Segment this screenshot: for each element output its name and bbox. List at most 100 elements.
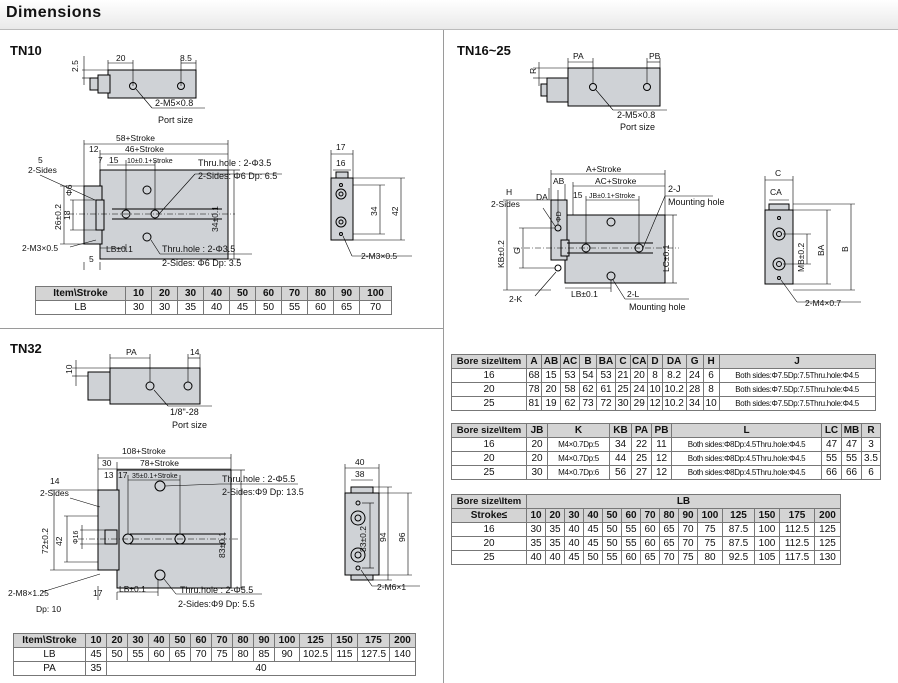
t1-r1-11: 8 [702, 382, 720, 397]
t2-r2-2: M4×0.7Dp:6 [547, 465, 610, 480]
t1-r2-4: 73 [579, 396, 597, 411]
tn32-dim-17b: 17 [93, 588, 103, 598]
tn32-port-size: Port size [172, 420, 207, 430]
tn16-side-b: B [840, 246, 850, 252]
t2-r0-1: 20 [526, 437, 548, 452]
t2-th-5: PB [651, 423, 672, 438]
tn32-thru2: Thru.hole : 2-Φ5.5 [180, 585, 253, 595]
tn16-dim-ab: AB [553, 176, 565, 186]
t2-th-0: Bore size\Item [451, 423, 527, 438]
t1-th-10: G [685, 354, 704, 369]
tn16-dim-jb: JB±0.1+Stroke [589, 193, 635, 200]
t1-r1-5: 61 [596, 382, 616, 397]
tn32-phi16: Φ16 [73, 531, 80, 544]
t2-r1-5: 12 [651, 451, 672, 466]
t1-r2-10: 34 [685, 396, 704, 411]
t3-r0-5: 50 [602, 522, 622, 537]
t3-r2-3: 45 [564, 550, 584, 565]
tn32-dim-78: 78+Stroke [140, 458, 179, 468]
tn10-td-4: 40 [203, 300, 230, 315]
tn16-side-m4: 2-M4×0.7 [805, 298, 841, 308]
tn32-td-0: LB [13, 647, 86, 662]
tn32-th-8: 80 [232, 633, 254, 648]
tn10-th-7: 70 [281, 286, 308, 301]
tn32-td-4: 60 [148, 647, 170, 662]
tn16-2j: 2-J [668, 184, 681, 194]
tn32-th-14: 200 [389, 633, 416, 648]
t1-th-2: AB [541, 354, 561, 369]
t1-r0-0: 16 [451, 368, 527, 383]
tn32-pa-label: PA [13, 661, 86, 676]
t2-th-2: K [547, 423, 610, 438]
t3-r2-9: 75 [678, 550, 698, 565]
tn32-td-8: 80 [232, 647, 254, 662]
t1-th-6: C [615, 354, 631, 369]
t1-r2-2: 19 [541, 396, 561, 411]
tn16-dim-kb: KB±0.2 [496, 240, 506, 268]
page-title: Dimensions [6, 4, 102, 21]
t2-r0-9: 3 [861, 437, 881, 452]
t1-r0-1: 68 [526, 368, 542, 383]
tn10-dim-26: 26±0.2 [53, 204, 63, 230]
tn10-td-3: 35 [177, 300, 204, 315]
t2-r2-9: 6 [861, 465, 881, 480]
tn32-dim-30: 30 [102, 458, 112, 468]
tn16-dim-da: DA [536, 192, 548, 202]
t1-r1-10: 28 [685, 382, 704, 397]
t3-r2-12: 105 [754, 550, 780, 565]
tn32-th-5: 50 [169, 633, 191, 648]
t3-r2-10: 80 [697, 550, 723, 565]
t1-r0-7: 20 [629, 368, 649, 383]
t1-r0-4: 54 [579, 368, 597, 383]
tn10-dim-10tol: 10±0.1+Stroke [127, 158, 173, 165]
t3-r0-14: 125 [814, 522, 841, 537]
t2-r1-4: 25 [631, 451, 652, 466]
tn32-thru1: Thru.hole : 2-Φ5.5 [222, 474, 295, 484]
tn32-side-83: 83±0.2 [358, 526, 368, 552]
tn10-td-5: 45 [229, 300, 256, 315]
tn10-dim-12: 12 [89, 144, 99, 154]
tn32-dim-pa: PA [126, 347, 137, 357]
t2-r0-0: 16 [451, 437, 527, 452]
tn32-dim-42: 42 [54, 536, 64, 546]
t3-r2-0: 25 [451, 550, 527, 565]
tn10-side-m3: 2-M3×0.5 [361, 251, 397, 261]
tn10-thru2b: 2-Sides: Φ6 Dp: 3.5 [162, 258, 241, 268]
t1-r0-3: 53 [560, 368, 580, 383]
t3-th-1: 10 [526, 508, 546, 523]
tn32-th-3: 30 [127, 633, 149, 648]
tn32-sides: 2-Sides [40, 488, 69, 498]
tn10-thru1: Thru.hole : 2-Φ3.5 [198, 158, 271, 168]
tn10-td-2: 30 [151, 300, 178, 315]
t2-r2-5: 12 [651, 465, 672, 480]
t2-r0-2: M4×0.7Dp:5 [547, 437, 610, 452]
tn32-dim-14: 14 [190, 347, 200, 357]
t1-th-3: AC [560, 354, 580, 369]
t2-r1-9: 3.5 [861, 451, 881, 466]
t3-th-7: 70 [640, 508, 660, 523]
t3-r1-11: 87.5 [722, 536, 755, 551]
t3-th-9: 90 [678, 508, 698, 523]
t2-r1-2: M4×0.7Dp:5 [547, 451, 610, 466]
tn32-table: Item\Stroke 10 20 30 40 50 60 70 80 90 1… [13, 633, 416, 676]
tn16-dim-r: R [528, 68, 538, 74]
tn10-dim-15: 15 [109, 155, 119, 165]
t3-th-8: 80 [659, 508, 679, 523]
tn10-th-4: 40 [203, 286, 230, 301]
t3-r2-5: 55 [602, 550, 622, 565]
tn10-m3-left: 2-M3×0.5 [22, 243, 58, 253]
t2-th-6: L [671, 423, 822, 438]
tn32-side-38: 38 [355, 469, 365, 479]
table-row: PA 35 40 [13, 661, 416, 676]
t2-r1-8: 55 [841, 451, 862, 466]
tn16-table-3: Bore size\Item LB Stroke≤ 10 20 30 40 50… [451, 494, 841, 565]
tn32-td-2: 50 [106, 647, 128, 662]
t3-th-3: 30 [564, 508, 584, 523]
t3-head1: Bore size\Item [451, 494, 527, 509]
tn10-dim-5b: 5 [89, 254, 94, 264]
t3-th-13: 175 [779, 508, 815, 523]
tn16-dim-pa: PA [573, 51, 584, 61]
tn16-mount2: Mounting hole [629, 302, 686, 312]
